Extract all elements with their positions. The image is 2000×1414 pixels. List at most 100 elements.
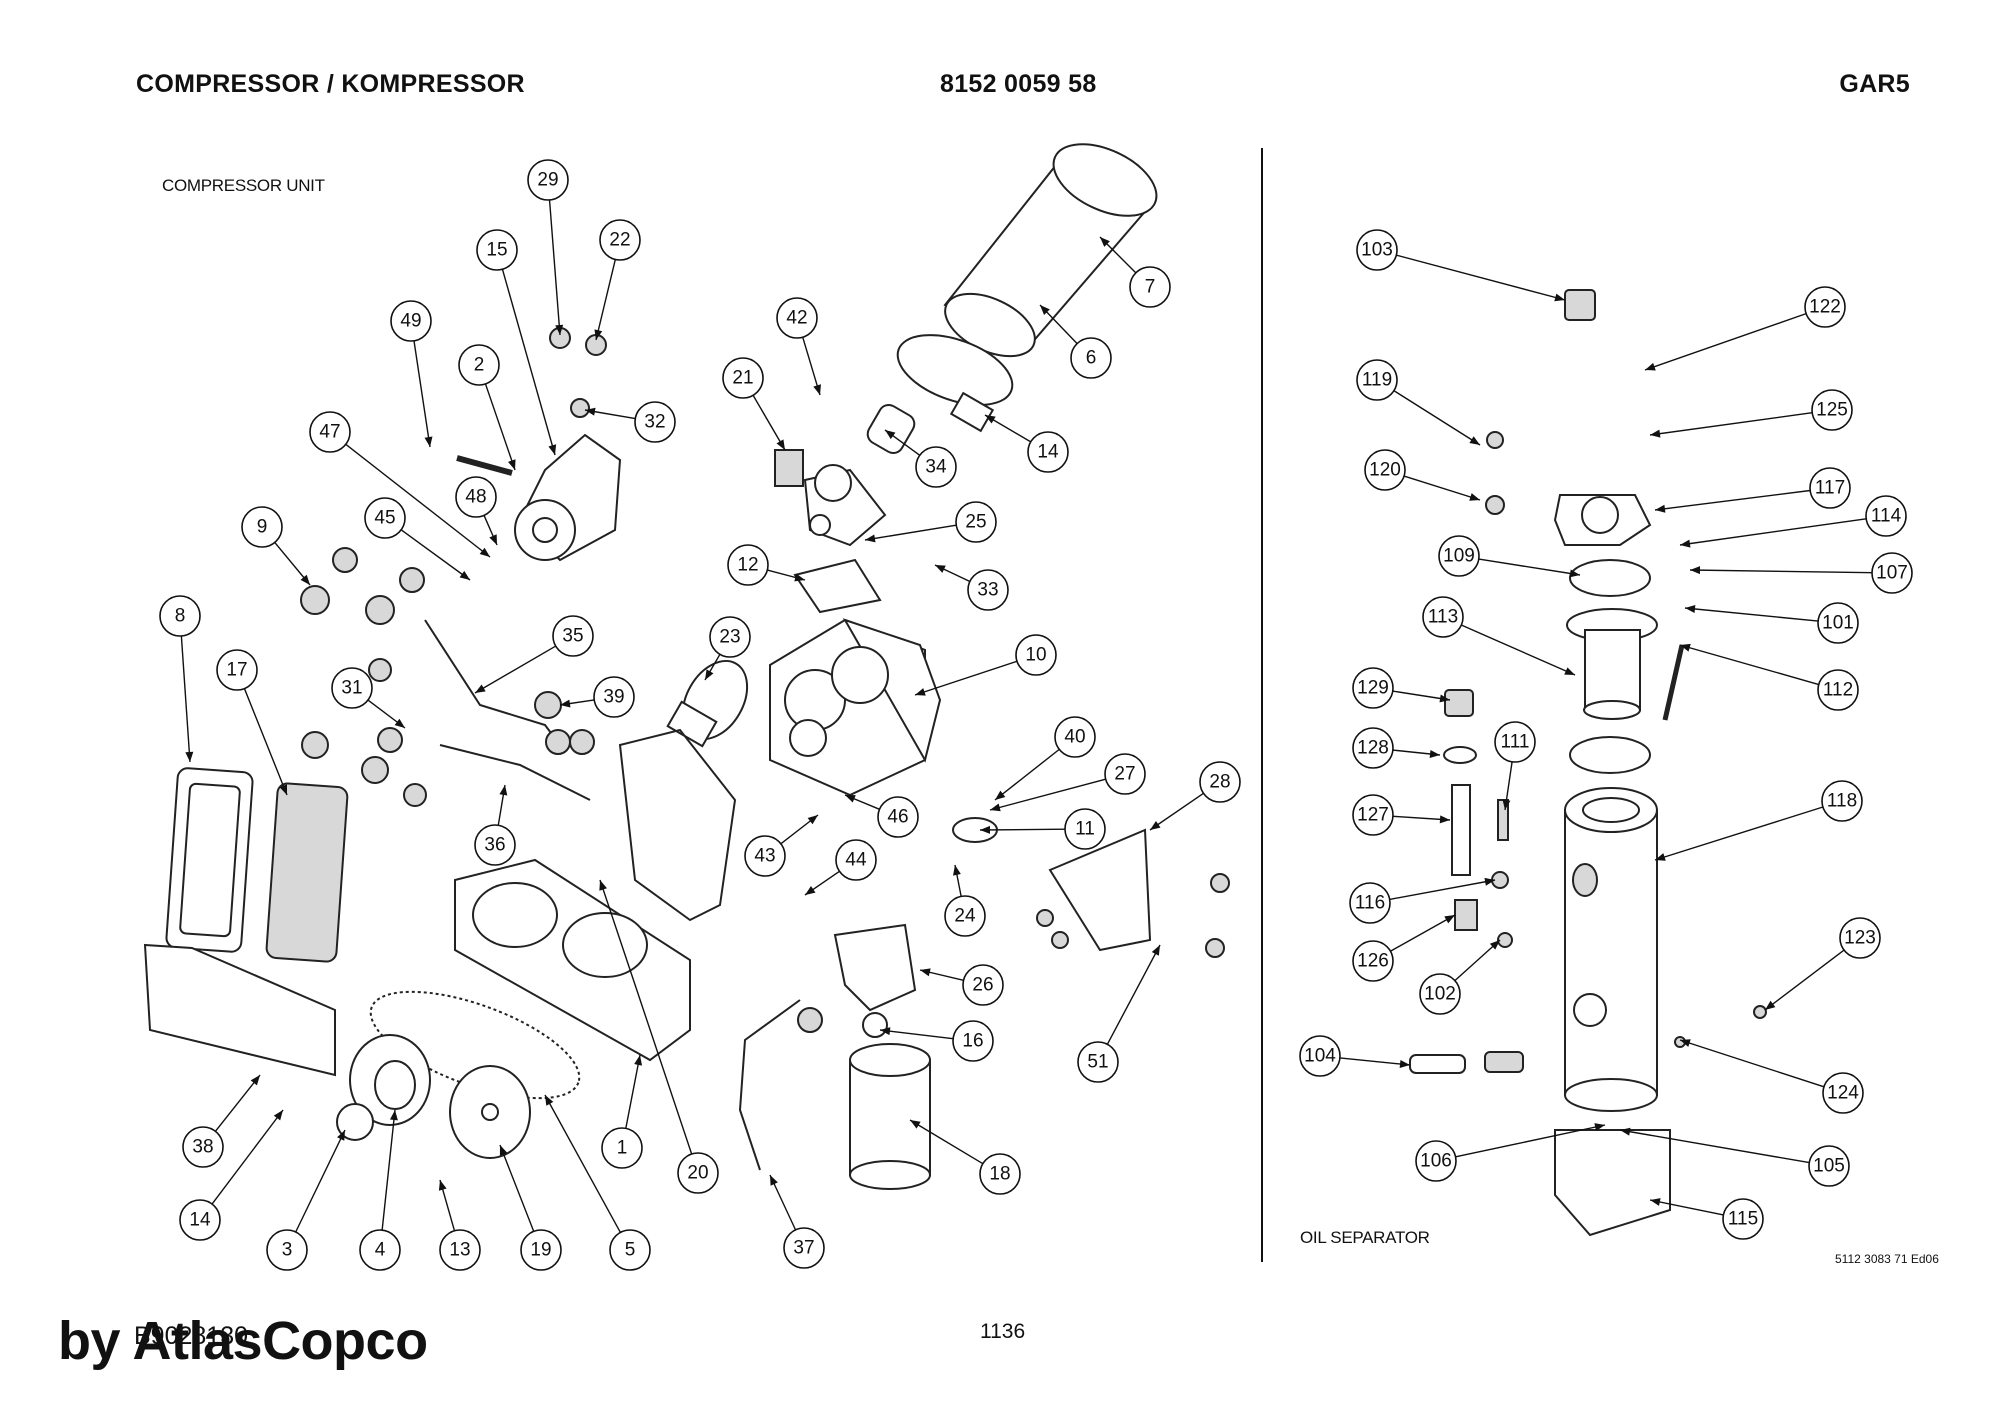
callout-circle: [1299, 1035, 1341, 1077]
leader-arrow-39: [560, 699, 571, 708]
callout-circle: [677, 1152, 719, 1194]
callout-104: 104: [1299, 1035, 1341, 1077]
leader-line-8: [180, 635, 191, 763]
callout-6: 6: [1070, 337, 1112, 379]
leader-line-105: [1619, 1129, 1810, 1164]
leader-arrow-33: [935, 565, 946, 573]
leader-line-106: [1455, 1124, 1606, 1158]
callout-number: 102: [1424, 984, 1456, 1005]
callout-4: 4: [359, 1229, 401, 1271]
callout-29: 29: [527, 159, 569, 201]
callout-number: 29: [537, 170, 558, 191]
callout-115: 115: [1722, 1198, 1764, 1240]
leader-line-103: [1396, 254, 1566, 301]
oil-separator-drawing: [1409, 289, 1767, 1237]
callout-25: 25: [955, 501, 997, 543]
callout-circle: [390, 300, 432, 342]
callout-number: 127: [1357, 805, 1389, 826]
callout-number: 17: [226, 660, 247, 681]
callout-circle: [1871, 552, 1913, 594]
callout-17: 17: [216, 649, 258, 691]
callout-circle: [1104, 753, 1146, 795]
drive-motor: [666, 660, 749, 748]
leader-line-109: [1478, 558, 1581, 576]
callout-8: 8: [159, 595, 201, 637]
callout-18: 18: [979, 1153, 1021, 1195]
callout-20: 20: [677, 1152, 719, 1194]
leader-arrow-105: [1620, 1127, 1631, 1136]
callout-circle: [1808, 1145, 1850, 1187]
seal-128: [1443, 746, 1477, 764]
callout-127: 127: [1352, 794, 1394, 836]
callout-number: 125: [1816, 400, 1848, 421]
leader-line-5: [544, 1094, 621, 1233]
callout-circle: [241, 506, 283, 548]
leader-arrow-24: [952, 865, 961, 876]
callout-43: 43: [744, 835, 786, 877]
callout-122: 122: [1804, 286, 1846, 328]
leader-arrow-109: [1569, 569, 1580, 578]
callout-number: 2: [474, 355, 485, 376]
callout-circle: [1822, 1072, 1864, 1114]
callout-number: 46: [887, 807, 908, 828]
leader-line-37: [769, 1174, 797, 1231]
callout-35: 35: [552, 615, 594, 657]
leader-line-3: [295, 1129, 346, 1233]
leader-arrow-19: [499, 1145, 508, 1156]
callout-circle: [520, 1229, 562, 1271]
leader-line-112: [1679, 644, 1819, 686]
callout-circle: [182, 1126, 224, 1168]
callout-circle: [359, 1229, 401, 1271]
callout-10: 10: [1015, 634, 1057, 676]
callout-number: 9: [257, 517, 268, 538]
compressor-element: [769, 618, 942, 797]
callout-circle: [458, 344, 500, 386]
leader-arrow-107: [1690, 566, 1701, 575]
drive-belt: [369, 990, 581, 1100]
callout-number: 107: [1876, 563, 1908, 584]
separator-element: [1566, 608, 1658, 720]
leader-line-38: [214, 1074, 261, 1132]
drawing-edition-code: 5112 3083 71 Ed06: [1835, 1252, 1939, 1266]
callout-number: 48: [465, 487, 486, 508]
header-part-number: 8152 0059 58: [940, 70, 1097, 98]
leader-arrow-1: [634, 1055, 643, 1066]
leader-arrow-104: [1399, 1060, 1410, 1068]
callout-circle: [552, 615, 594, 657]
callout-11: 11: [1064, 808, 1106, 850]
callout-circle: [1356, 359, 1398, 401]
leader-line-35: [474, 645, 557, 694]
leader-arrow-21: [776, 439, 785, 450]
callout-23: 23: [709, 616, 751, 658]
callout-circle: [1809, 467, 1851, 509]
gearbox: [514, 433, 622, 562]
leader-arrow-36: [499, 785, 508, 796]
leader-arrow-20: [599, 880, 607, 891]
leader-arrow-47: [479, 547, 490, 557]
callout-19: 19: [520, 1229, 562, 1271]
leader-line-40: [994, 748, 1060, 801]
callout-125: 125: [1811, 389, 1853, 431]
callout-circle: [476, 229, 518, 271]
leader-arrow-126: [1444, 915, 1455, 924]
leader-arrow-26: [920, 968, 931, 977]
callout-circle: [159, 595, 201, 637]
leader-arrow-10: [915, 688, 926, 696]
leader-line-119: [1393, 390, 1481, 446]
intake-hose: [866, 403, 916, 455]
callout-circle: [1415, 1140, 1457, 1182]
callout-118: 118: [1821, 780, 1863, 822]
callout-39: 39: [593, 676, 635, 718]
callout-number: 3: [282, 1240, 293, 1261]
callout-1: 1: [601, 1127, 643, 1169]
callout-28: 28: [1199, 761, 1241, 803]
callout-number: 123: [1844, 928, 1876, 949]
callout-circle: [439, 1229, 481, 1271]
callout-number: 27: [1114, 764, 1135, 785]
sensor-104: [1409, 1054, 1466, 1074]
callout-circle: [364, 497, 406, 539]
callout-circle: [266, 1229, 308, 1271]
callout-number: 19: [530, 1240, 551, 1261]
callout-circle: [609, 1229, 651, 1271]
leader-line-47: [345, 443, 491, 558]
